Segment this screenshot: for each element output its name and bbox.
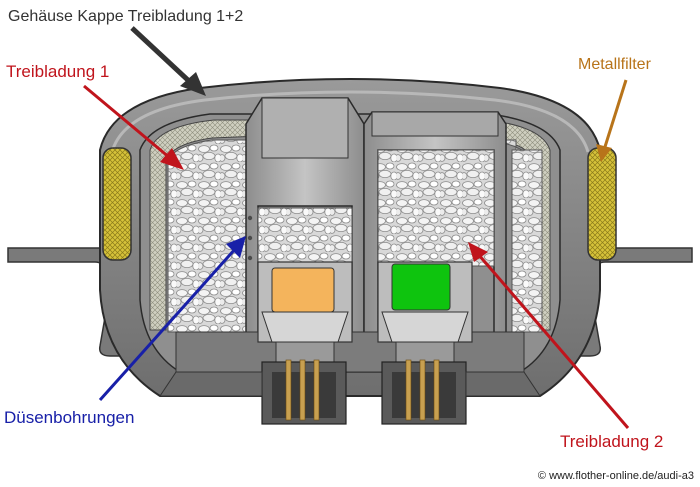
propellant-charge-1-chamber (257, 207, 353, 263)
propellant-charge-2-ring (511, 149, 543, 333)
metal-filter-right (587, 147, 617, 261)
leader-charge-1 (83, 84, 184, 170)
label-nozzle-holes: Düsenbohrungen (4, 408, 135, 427)
connector-socket-2 (381, 359, 467, 425)
label-propellant-charge-2: Treibladung 2 (560, 432, 664, 451)
nozzle-holes (247, 215, 253, 261)
leader-filter (596, 79, 628, 162)
propellant-charge-1-outer (167, 139, 247, 333)
chamber-2-cap (371, 111, 499, 137)
connector-socket-1 (261, 359, 347, 425)
igniter-1 (257, 261, 353, 363)
copyright-credit: © www.flother-online.de/audi-a3 (537, 470, 694, 482)
base-plate (159, 371, 541, 397)
label-propellant-charge-1: Treibladung 1 (6, 62, 110, 81)
igniter-2 (377, 261, 473, 363)
leader-nozzles (98, 236, 246, 402)
label-metal-filter: Metallfilter (578, 56, 651, 73)
housing-cap-highlight (110, 90, 590, 153)
metal-filter-left (102, 147, 132, 261)
leader-charge-2 (468, 242, 630, 429)
chamber-1-neck (261, 97, 349, 159)
leader-housing (130, 26, 206, 96)
label-housing-cap: Gehäuse Kappe Treibladung 1+2 (8, 8, 244, 25)
